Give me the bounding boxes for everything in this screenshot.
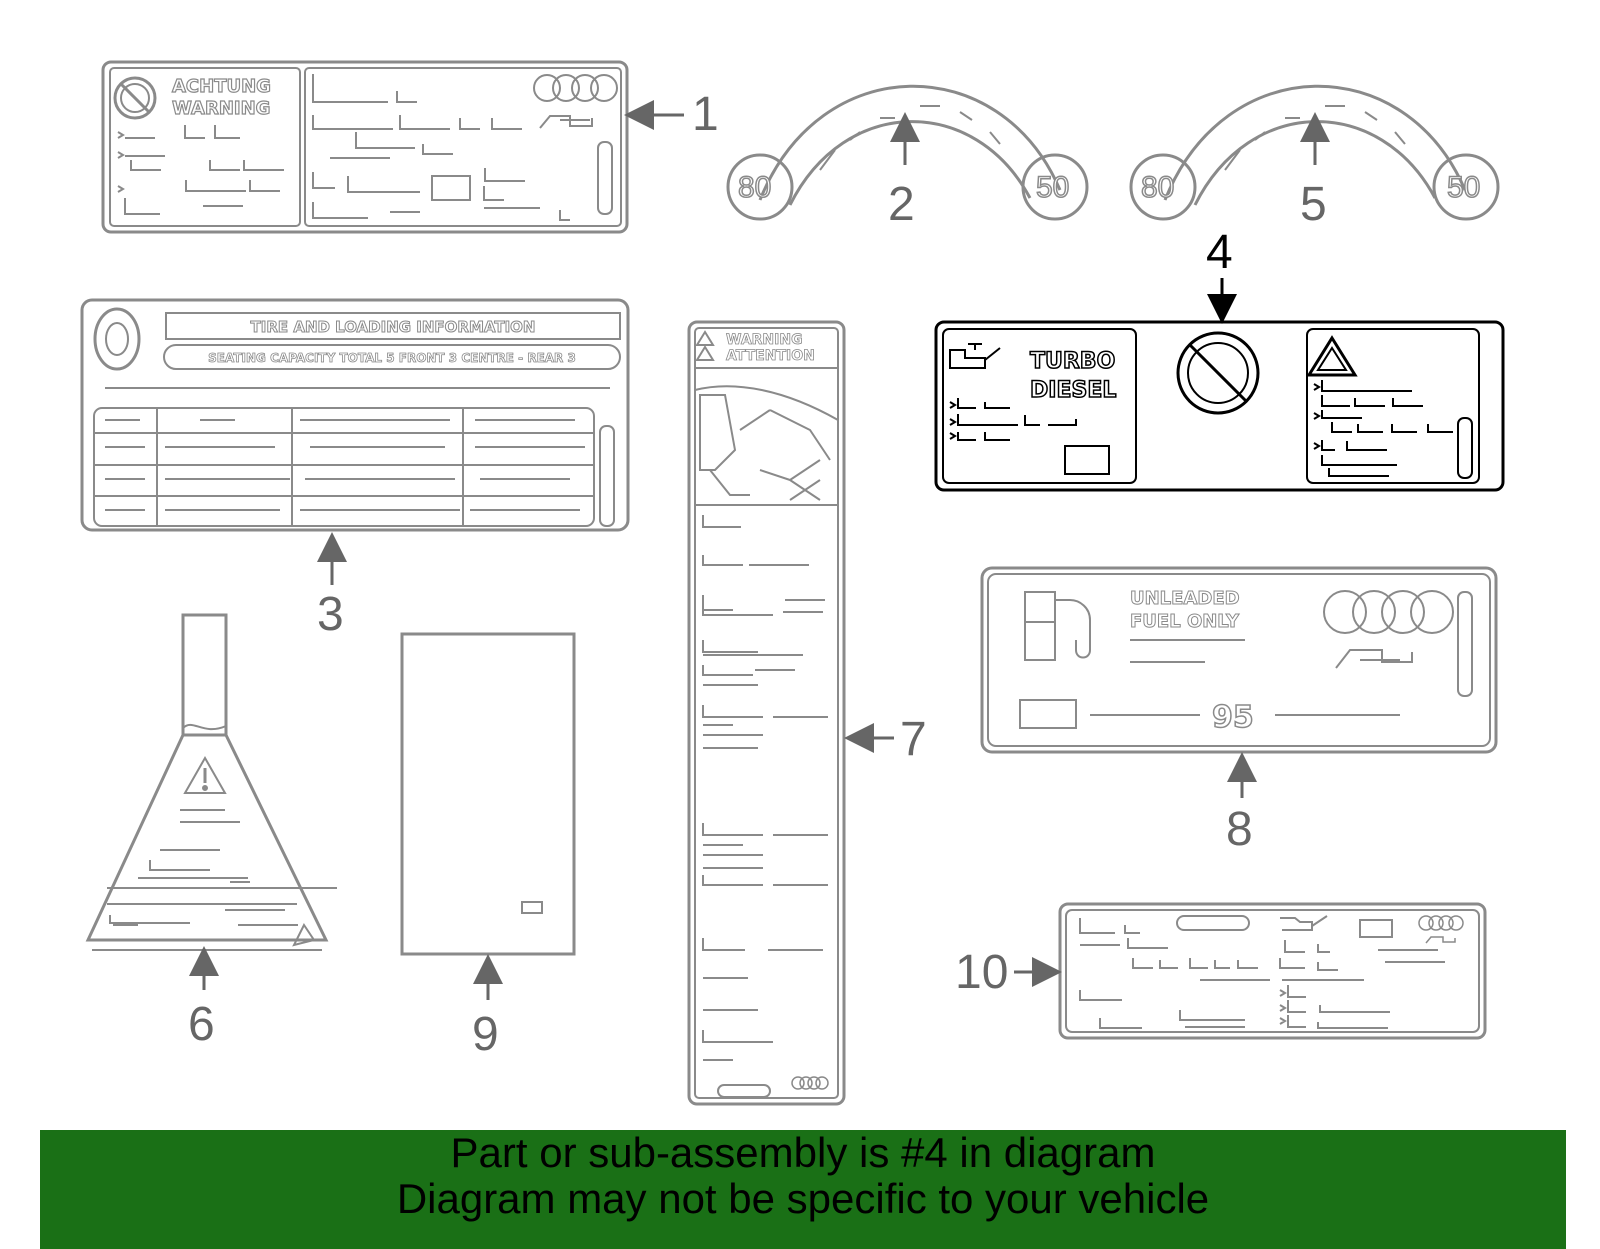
audi-rings-logo bbox=[533, 74, 618, 129]
audi-rings-logo bbox=[1418, 915, 1464, 944]
part-1-title-de: ACHTUNG bbox=[172, 76, 271, 97]
callout-7[interactable]: 7 bbox=[900, 713, 927, 766]
warning-triangle-icon bbox=[1306, 335, 1358, 377]
fuel-pump-icon bbox=[1024, 591, 1091, 661]
part-4-line2: DIESEL bbox=[1030, 378, 1116, 403]
no-hand-icon bbox=[1176, 331, 1260, 415]
info-banner: Part or sub-assembly is #4 in diagram Di… bbox=[40, 1130, 1566, 1249]
part-7-line2: ATTENTION bbox=[726, 348, 815, 364]
no-hand-icon bbox=[113, 76, 157, 120]
book-icon bbox=[1019, 699, 1077, 729]
car-seat-illustration bbox=[694, 385, 839, 501]
audi-rings-logo bbox=[1323, 590, 1454, 669]
part-5-right-value: 50 bbox=[1447, 171, 1480, 204]
callout-9[interactable]: 9 bbox=[472, 1008, 499, 1061]
part-9-blank-label[interactable] bbox=[400, 632, 576, 956]
warning-triangle-icon bbox=[183, 755, 227, 794]
book-icon bbox=[1359, 919, 1393, 938]
part-6-triangle-label[interactable] bbox=[85, 613, 337, 951]
part-3-title: TIRE AND LOADING INFORMATION bbox=[251, 318, 536, 336]
part-3-subtitle: SEATING CAPACITY TOTAL 5 FRONT 3 CENTRE … bbox=[208, 351, 576, 365]
book-icon bbox=[431, 175, 471, 201]
banner-line-2: Diagram may not be specific to your vehi… bbox=[396, 1175, 1210, 1222]
part-8-line2: FUEL ONLY bbox=[1130, 611, 1240, 632]
callout-3[interactable]: 3 bbox=[317, 588, 344, 641]
audi-rings-logo bbox=[791, 1076, 829, 1090]
part-1-title-en: WARNING bbox=[172, 98, 270, 119]
part-8-line1: UNLEADED bbox=[1130, 588, 1240, 609]
part-7-line1: WARNING bbox=[726, 332, 803, 348]
oil-can-icon bbox=[949, 343, 1001, 369]
part-1-warning-label[interactable]: ACHTUNG WARNING bbox=[101, 60, 629, 234]
part-8-octane: 95 bbox=[1212, 700, 1254, 735]
part-10-info-label[interactable] bbox=[1058, 902, 1487, 1040]
part-2-left-value: 80 bbox=[738, 171, 771, 204]
part-7-airbag-label[interactable]: WARNING ATTENTION bbox=[687, 320, 846, 1106]
callout-6[interactable]: 6 bbox=[188, 998, 215, 1051]
part-4-turbo-diesel-label[interactable]: TURBO DIESEL bbox=[934, 320, 1505, 492]
part-8-fuel-label[interactable]: UNLEADED FUEL ONLY 95 bbox=[980, 566, 1498, 754]
tire-icon bbox=[93, 307, 141, 371]
part-5-left-value: 80 bbox=[1141, 171, 1174, 204]
book-icon bbox=[1064, 445, 1110, 475]
part-2-right-value: 50 bbox=[1036, 171, 1069, 204]
callout-5[interactable]: 5 bbox=[1300, 178, 1327, 231]
part-3-tire-label[interactable]: TIRE AND LOADING INFORMATION SEATING CAP… bbox=[80, 298, 630, 532]
banner-line-1: Part or sub-assembly is #4 in diagram bbox=[450, 1129, 1156, 1176]
callout-10[interactable]: 10 bbox=[955, 946, 1008, 999]
callout-2[interactable]: 2 bbox=[888, 178, 915, 231]
part-4-line1: TURBO bbox=[1030, 349, 1115, 374]
callout-1[interactable]: 1 bbox=[692, 88, 719, 141]
callout-4[interactable]: 4 bbox=[1206, 226, 1233, 279]
callout-8[interactable]: 8 bbox=[1226, 803, 1253, 856]
